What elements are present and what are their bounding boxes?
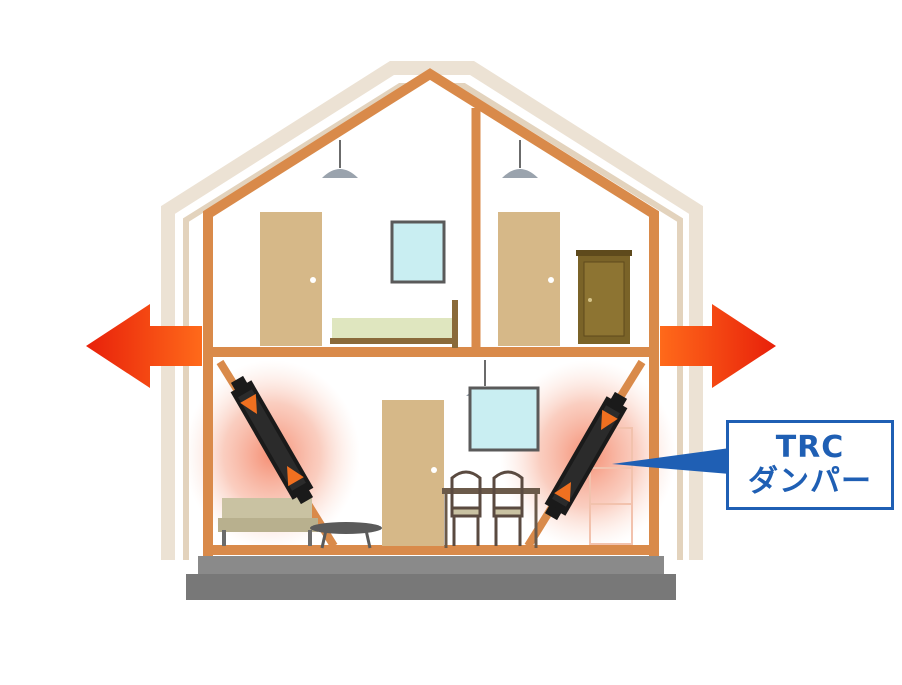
bed-icon bbox=[330, 300, 458, 348]
window-icon bbox=[468, 386, 540, 452]
left-arrow-icon bbox=[86, 304, 202, 388]
chair-icon bbox=[492, 470, 524, 546]
pendant-lamp-icon bbox=[502, 140, 538, 178]
pendant-lamp-icon bbox=[322, 140, 358, 178]
callout-line-1: TRC bbox=[775, 430, 845, 465]
wardrobe-icon bbox=[576, 250, 632, 344]
sofa-icon bbox=[218, 498, 318, 546]
table-icon bbox=[442, 488, 540, 548]
damper-icon bbox=[230, 375, 314, 505]
trc-damper-callout: TRC ダンパー bbox=[726, 420, 894, 510]
door-icon bbox=[498, 212, 560, 346]
window-icon bbox=[390, 220, 446, 284]
damper-icon bbox=[544, 391, 628, 521]
table-icon bbox=[310, 522, 382, 549]
door-icon bbox=[260, 212, 322, 346]
foundation bbox=[186, 556, 676, 600]
right-arrow-icon bbox=[660, 304, 776, 388]
chair-icon bbox=[450, 470, 482, 546]
callout-line-2: ダンパー bbox=[748, 464, 872, 499]
callout-pointer bbox=[612, 448, 730, 474]
door-icon bbox=[382, 400, 444, 546]
